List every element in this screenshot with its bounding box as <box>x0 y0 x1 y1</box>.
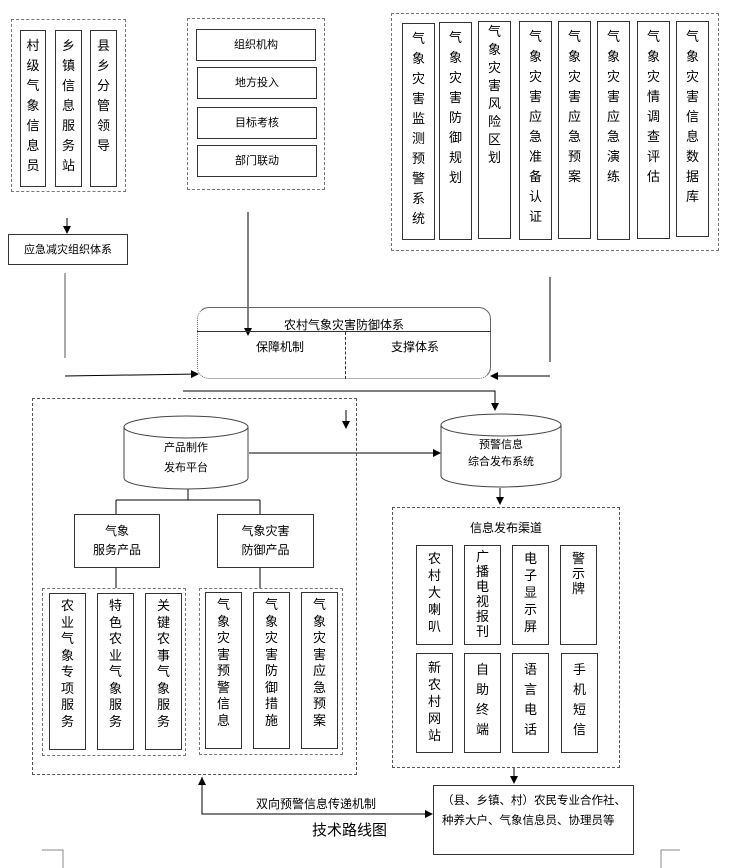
guarantee-item-label: 目标考核 <box>235 116 279 129</box>
service-products-box: 气象 服务产品 <box>74 514 160 568</box>
service-item-label: 农业气象专项服务 <box>60 599 74 730</box>
org-group <box>11 19 126 192</box>
guarantee-group <box>187 18 325 190</box>
warning-system-line1: 预警信息 <box>479 438 523 451</box>
guarantee-item: 地方投入 <box>197 67 317 99</box>
warning-system-label: 预警信息 综合发布系统 <box>441 436 561 470</box>
emergency-org-label: 应急减灾组织体系 <box>24 243 112 256</box>
channel-item-label: 语言电话 <box>523 663 537 738</box>
channel-item: 自助终端 <box>464 653 501 753</box>
diagram-title: 技术路线图 <box>312 821 388 839</box>
defense-item: 气象灾害预警信息 <box>205 592 242 749</box>
defense-item-label: 气象灾害防御措施 <box>264 598 278 729</box>
defense-products-line1: 气象灾害 <box>241 524 290 538</box>
service-item: 农业气象专项服务 <box>49 593 86 750</box>
defense-item: 气象灾害应急预案 <box>301 592 338 749</box>
guarantee-item-label: 地方投入 <box>235 76 279 89</box>
mechanism-label: 双向预警信息传递机制 <box>256 797 377 811</box>
support-item-label: 气象灾害信息数据库 <box>685 30 699 205</box>
service-products-line2: 服务产品 <box>92 543 141 557</box>
defense-left-label: 保障机制 <box>255 340 304 354</box>
arrow-left-to-defense <box>64 370 199 379</box>
channel-item-label: 自助终端 <box>475 663 489 738</box>
defense-system-title: 农村气象灾害防御体系 <box>283 318 404 332</box>
guarantee-item: 组织机构 <box>196 29 316 61</box>
defense-right-label: 支撑体系 <box>390 340 439 354</box>
defense-item: 气象灾害防御措施 <box>253 592 290 749</box>
support-item: 气象灾害防御规划 <box>439 22 472 240</box>
org-item: 县乡分管领导 <box>90 30 117 187</box>
channels-group <box>392 507 620 768</box>
recipients-box: （县、乡镇、村）农民专业合作社、种养大户、气象信息员、协理员等 <box>433 785 634 855</box>
support-item: 气象灾害监测预警系统 <box>402 23 435 240</box>
channel-item-label: 警示牌 <box>571 552 585 597</box>
support-item: 气象灾害风险区划 <box>478 21 511 239</box>
channel-item: 警示牌 <box>560 545 597 645</box>
support-group <box>391 13 719 251</box>
page-corner-left <box>42 849 64 868</box>
defense-system-box <box>197 307 491 379</box>
channel-item: 手机短信 <box>561 653 598 753</box>
org-item: 乡镇信息服务站 <box>55 30 82 187</box>
guarantee-item: 目标考核 <box>197 107 317 139</box>
defense-item-label: 气象灾害应急预案 <box>312 598 326 729</box>
org-item: 村级气象信息员 <box>20 30 46 187</box>
service-item-label: 关键农事气象服务 <box>156 599 170 730</box>
support-item-label: 气象灾害应急预案 <box>567 30 581 185</box>
product-group <box>32 398 357 775</box>
guarantee-item: 部门联动 <box>197 145 317 177</box>
channel-item: 广播电视报刊 <box>464 545 501 645</box>
product-platform-line2: 发布平台 <box>164 461 208 474</box>
support-item-label: 气象灾情调查评估 <box>646 30 660 185</box>
product-platform-label: 产品制作 发布平台 <box>124 438 248 478</box>
service-item: 关键农事气象服务 <box>145 593 182 750</box>
channel-item-label: 农村大喇叭 <box>427 552 441 635</box>
page-corner-right <box>660 849 680 868</box>
channel-item: 农村大喇叭 <box>416 545 453 645</box>
channel-item: 新农村网站 <box>416 653 453 753</box>
support-item-label: 气象灾害应急演练 <box>606 30 620 185</box>
defense-item-label: 气象灾害预警信息 <box>216 598 230 729</box>
defense-items-group <box>199 588 343 755</box>
channel-item-label: 新农村网站 <box>427 661 441 744</box>
emergency-org-box: 应急减灾组织体系 <box>8 234 128 265</box>
support-item: 气象灾害应急预案 <box>558 21 591 239</box>
support-item: 气象灾情调查评估 <box>637 21 670 239</box>
guarantee-item-label: 部门联动 <box>235 154 279 167</box>
support-item-label: 气象灾害监测预警系统 <box>411 32 425 227</box>
support-item-label: 气象灾害风险区划 <box>487 25 501 166</box>
channel-item-label: 电子显示屏 <box>523 552 537 635</box>
recipients-label: （县、乡镇、村）农民专业合作社、种养大户、气象信息员、协理员等 <box>442 793 626 827</box>
org-item-label: 县乡分管领导 <box>96 39 110 154</box>
defense-products-box: 气象灾害 防御产品 <box>217 514 314 568</box>
service-products-line1: 气象 <box>104 524 129 538</box>
support-item-label: 气象灾害应急准备认证 <box>528 30 542 225</box>
channels-title: 信息发布渠道 <box>469 521 542 535</box>
defense-products-line2: 防御产品 <box>241 543 290 557</box>
support-item-label: 气象灾害防御规划 <box>448 31 462 186</box>
service-item-label: 特色农业气象服务 <box>108 599 122 730</box>
warning-system-line2: 综合发布系统 <box>468 455 534 468</box>
service-item: 特色农业气象服务 <box>97 593 134 750</box>
defense-system-divider <box>197 331 491 332</box>
channel-item: 语言电话 <box>512 653 549 753</box>
service-items-group <box>42 588 186 756</box>
support-item: 气象灾害应急演练 <box>597 21 630 240</box>
defense-system-vdivider <box>345 332 346 379</box>
support-item: 气象灾害应急准备认证 <box>519 21 552 240</box>
support-item: 气象灾害信息数据库 <box>676 21 709 237</box>
channel-item-label: 广播电视报刊 <box>475 550 489 640</box>
channel-item-label: 手机短信 <box>572 663 586 738</box>
org-item-label: 乡镇信息服务站 <box>61 39 75 174</box>
channel-item: 电子显示屏 <box>512 545 549 645</box>
product-platform-line1: 产品制作 <box>164 441 208 454</box>
guarantee-item-label: 组织机构 <box>234 38 278 51</box>
org-item-label: 村级气象信息员 <box>26 39 40 174</box>
